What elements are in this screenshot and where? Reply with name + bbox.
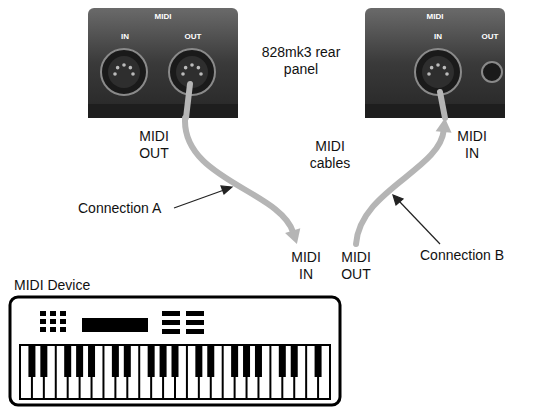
rear-panel: [365, 8, 505, 118]
rear-panel: MIDI IN OUT: [365, 8, 505, 118]
cable-line: [185, 118, 293, 233]
din-pins: [113, 63, 449, 76]
label: Connection A: [78, 200, 174, 217]
label: MIDI OUT: [132, 128, 176, 162]
device-label: MIDI Device: [14, 277, 124, 294]
arrowhead: [436, 118, 452, 133]
port-label: OUT: [178, 33, 208, 41]
rear-panel: [88, 8, 238, 118]
midi-cable: [185, 118, 300, 244]
cable-stub: [186, 84, 445, 118]
cable-line: [356, 130, 444, 244]
label: 828mk3 rear panel: [258, 44, 344, 78]
leader-arrow: [174, 186, 440, 244]
keyboard: [10, 297, 340, 405]
port-label: MIDI: [143, 13, 183, 21]
device-label: MIDI OUT: [336, 249, 376, 283]
label: Connection B: [420, 247, 530, 264]
port-label: OUT: [477, 33, 503, 41]
midi-device: MIDI Device MIDI IN MIDI OUT: [10, 244, 375, 406]
rear-panel: MIDI IN OUT: [88, 8, 238, 118]
label: MIDI cables: [298, 138, 362, 172]
port-label: IN: [110, 33, 140, 41]
label: MIDI IN: [450, 128, 494, 162]
midi-cable: [356, 118, 452, 244]
arrowhead: [285, 228, 300, 244]
port-label: MIDI: [415, 13, 455, 21]
device-label: MIDI IN: [287, 249, 325, 283]
port-label: IN: [423, 33, 453, 41]
